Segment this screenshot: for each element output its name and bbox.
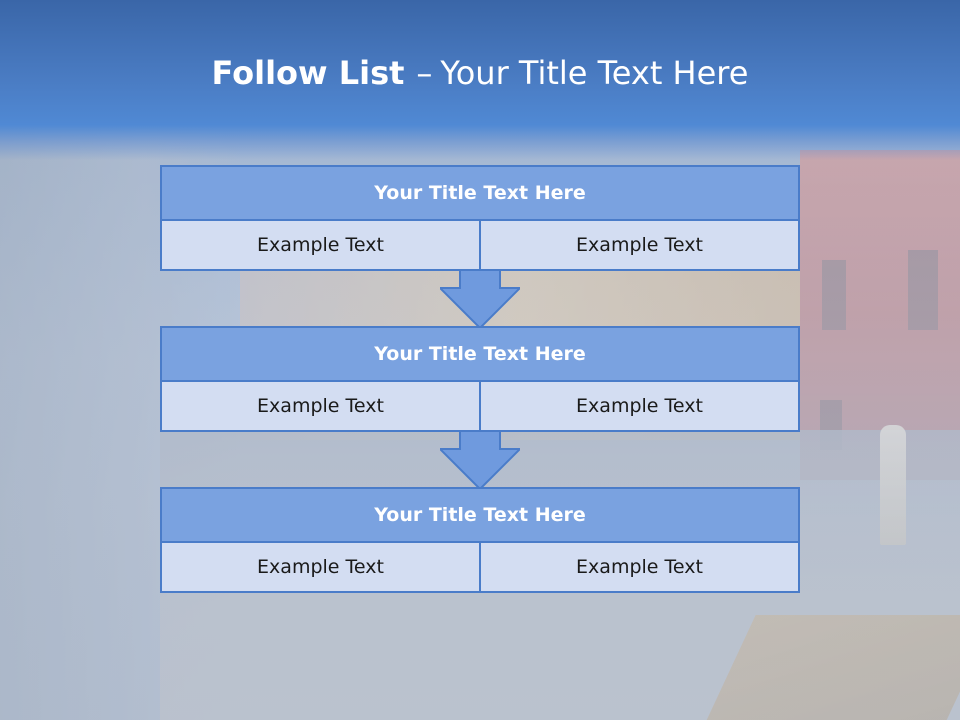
- block-cell-left: Example Text: [160, 221, 481, 271]
- down-arrow-icon: [440, 431, 520, 489]
- block-row: Example Text Example Text: [160, 543, 800, 593]
- block-cell-left: Example Text: [160, 543, 481, 593]
- block-title: Your Title Text Here: [160, 326, 800, 382]
- block-title: Your Title Text Here: [160, 165, 800, 221]
- slide-title-separator: –: [416, 54, 433, 92]
- list-block-1: Your Title Text Here Example Text Exampl…: [160, 165, 800, 271]
- block-cell-right: Example Text: [481, 543, 800, 593]
- block-row: Example Text Example Text: [160, 382, 800, 432]
- block-row: Example Text Example Text: [160, 221, 800, 271]
- down-arrow-icon: [440, 270, 520, 328]
- slide-title-rest: Your Title Text Here: [440, 54, 749, 92]
- slide-title: Follow List–Your Title Text Here: [0, 54, 960, 92]
- block-cell-right: Example Text: [481, 221, 800, 271]
- block-title: Your Title Text Here: [160, 487, 800, 543]
- block-cell-right: Example Text: [481, 382, 800, 432]
- list-block-2: Your Title Text Here Example Text Exampl…: [160, 326, 800, 432]
- header-band: [0, 0, 960, 160]
- list-block-3: Your Title Text Here Example Text Exampl…: [160, 487, 800, 593]
- block-cell-left: Example Text: [160, 382, 481, 432]
- slide-title-bold: Follow List: [211, 54, 405, 92]
